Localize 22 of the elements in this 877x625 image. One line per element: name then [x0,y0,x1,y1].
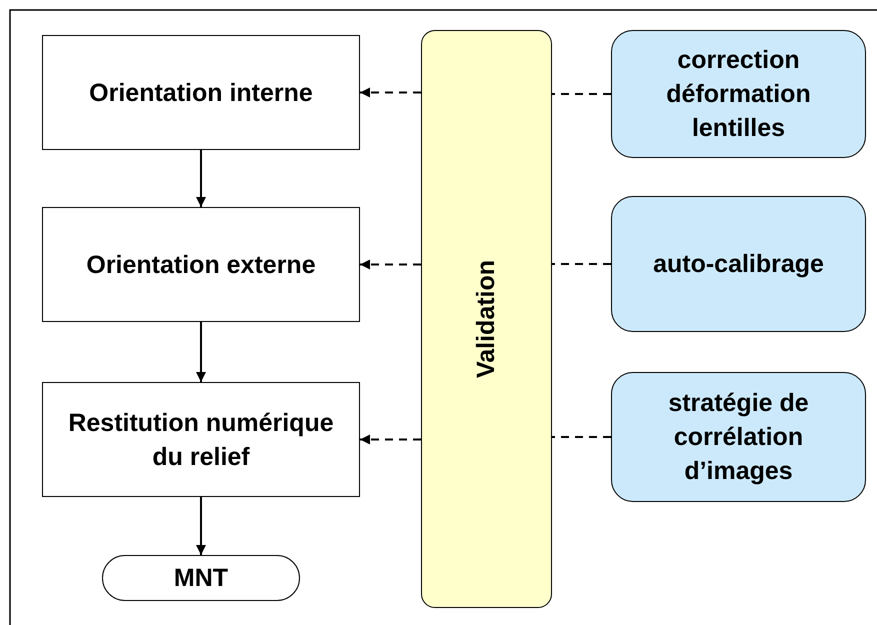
method-box [611,196,866,332]
arrow [360,260,421,270]
node-label: auto-calibrage [652,249,825,280]
arrow [196,497,206,555]
node-label: Validation [472,258,502,380]
process-box [42,35,360,150]
arrow [196,322,206,382]
method-box [611,372,866,502]
node-label: Orientation interne [88,78,314,108]
node-label: correction déformation lentilles [665,45,812,144]
arrow [360,88,421,98]
arrow [196,150,206,207]
process-box [42,207,360,322]
node-label: stratégie de corrélation d’images [667,388,810,487]
process-box [42,382,360,497]
terminal-box [102,555,300,601]
method-box [611,30,866,158]
node-label: Orientation externe [85,250,317,280]
node-label: Restitution numérique du relief [67,408,335,472]
node-label: MNT [172,563,230,594]
validation-bar [421,30,552,608]
arrow [360,434,421,444]
